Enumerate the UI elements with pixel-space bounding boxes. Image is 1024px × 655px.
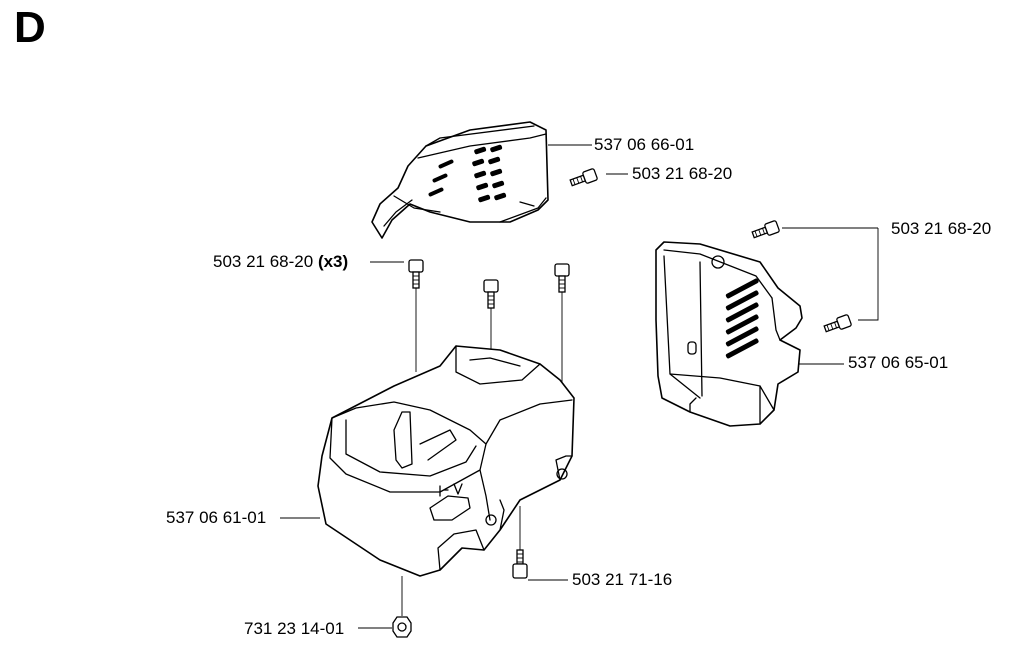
screw-right-lower-part — [823, 314, 852, 333]
label-screw-group-number: 503 21 68-20 — [213, 252, 314, 271]
screw-right-upper-part — [751, 220, 780, 239]
section-letter: D — [14, 3, 46, 52]
label-nut: 731 23 14-01 — [244, 619, 345, 638]
label-screw-group-quantity: (x3) — [317, 252, 349, 271]
label-cover-right: 537 06 65-01 — [848, 353, 949, 372]
screw-group-3-part — [554, 263, 570, 293]
nut-part — [392, 616, 412, 638]
screw-top-part — [569, 168, 598, 187]
label-screw-group: 503 21 68-20 (x3) — [213, 252, 348, 272]
label-cover-top: 537 06 66-01 — [594, 135, 695, 154]
screw-group-2-part — [483, 279, 499, 309]
label-screw-top: 503 21 68-20 — [632, 164, 733, 183]
label-cylinder-cover: 537 06 61-01 — [166, 508, 267, 527]
label-screw-bottom: 503 21 71-16 — [572, 570, 673, 589]
cover-top-part — [371, 121, 549, 239]
screw-bottom-part — [512, 549, 528, 579]
screw-group-1-part — [408, 259, 424, 289]
label-screw-right: 503 21 68-20 — [891, 219, 992, 238]
cylinder-cover-part — [317, 345, 575, 577]
cover-right-part — [655, 241, 803, 427]
